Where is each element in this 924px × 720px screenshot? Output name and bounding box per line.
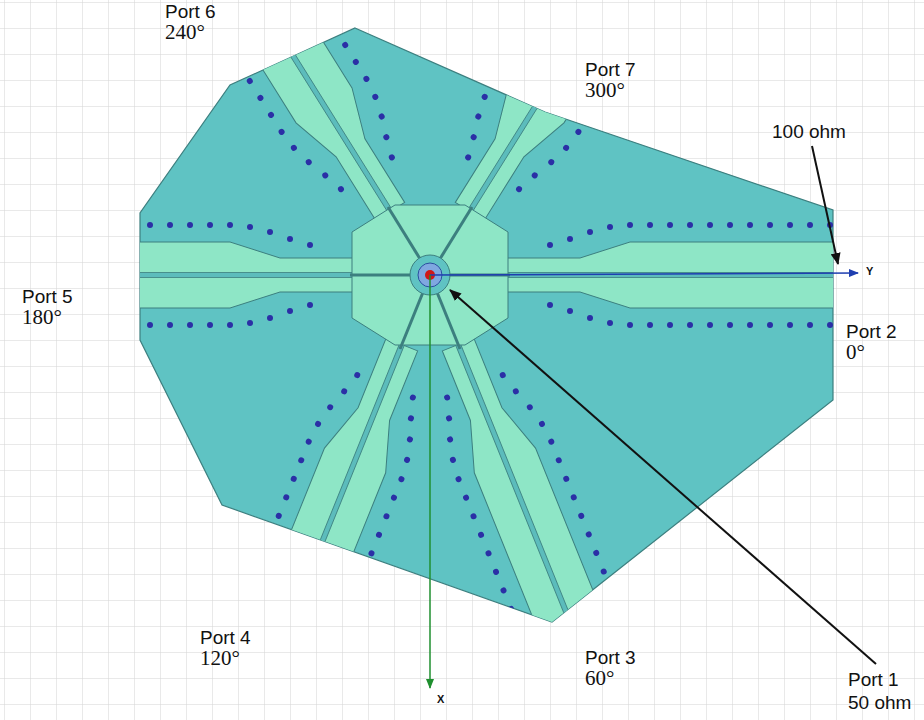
phase-label: 180°	[22, 306, 62, 328]
port-name: Port 4	[200, 628, 251, 648]
impedance-label: 100 ohm	[772, 122, 846, 142]
phase-label: 60°	[585, 667, 614, 689]
phase-label: 0°	[846, 341, 865, 363]
port-name: Port 5	[22, 287, 73, 307]
port-name: Port 6	[165, 2, 216, 22]
port-name: Port 3	[585, 648, 636, 668]
port-name: Port 7	[585, 60, 636, 80]
phase-label: 300°	[585, 79, 625, 101]
impedance-label: 50 ohm	[848, 693, 911, 713]
phase-label: 120°	[200, 647, 240, 669]
axis-label: X	[437, 694, 444, 706]
port-name: Port 1	[848, 670, 899, 690]
axis-label: Y	[866, 266, 873, 278]
port-name: Port 2	[846, 322, 897, 342]
phase-label: 240°	[165, 21, 205, 43]
